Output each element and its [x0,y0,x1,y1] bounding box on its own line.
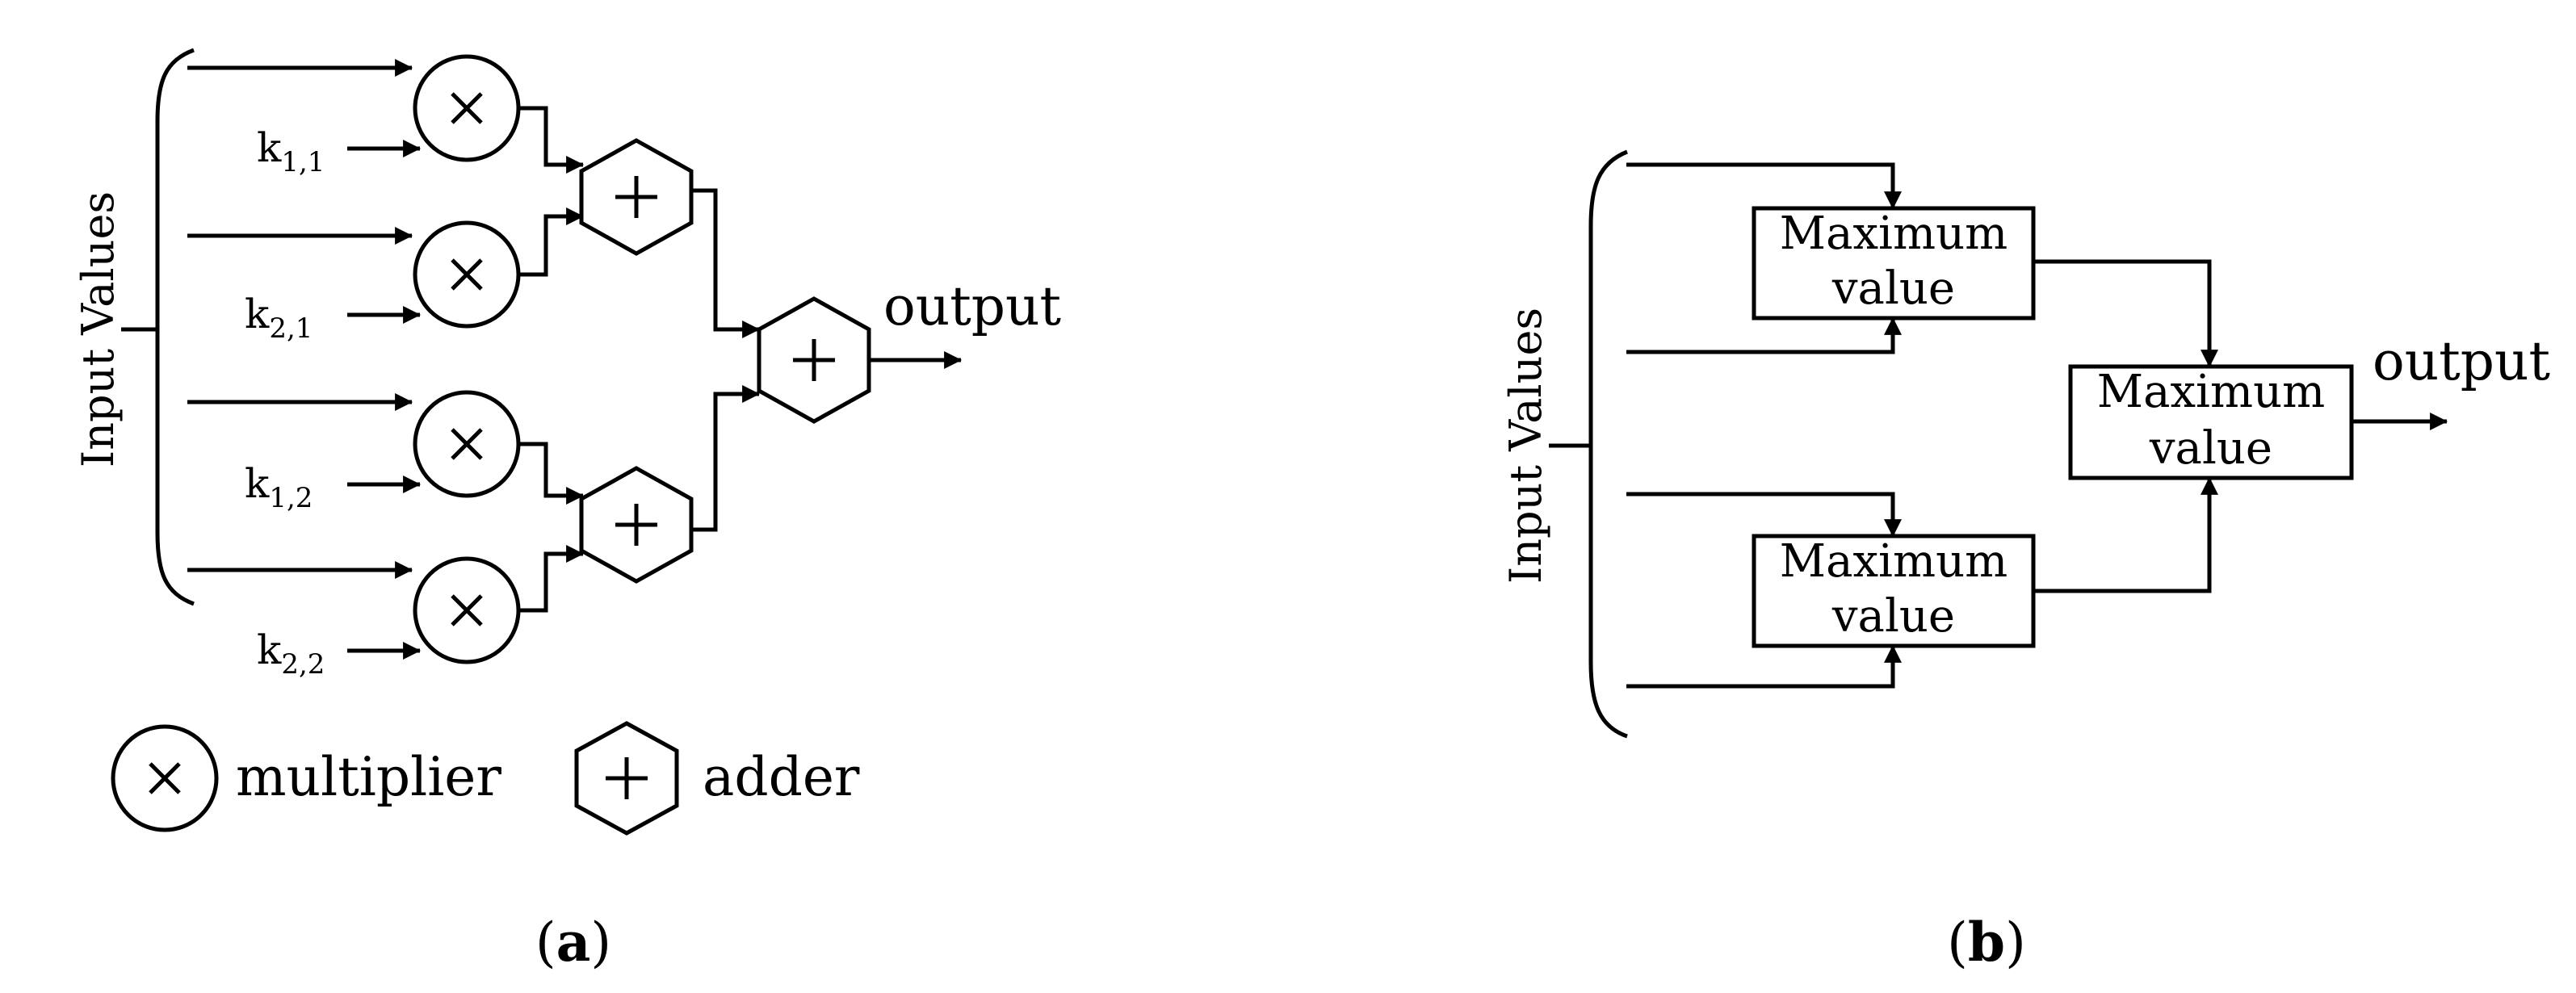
adder-2-icon [579,466,694,584]
b-input-arrow-1 [1626,162,1902,210]
multiplier-3-icon [413,390,521,498]
legend-multiplier-icon [111,724,219,832]
max-box-final-line1: Maximum [2097,366,2326,418]
b-conn-box2-final [2033,476,2218,593]
multiplier-2-icon [413,220,521,329]
legend-multiplier-label: multiplier [236,746,501,808]
panel-a-input-label: Input Values [73,191,124,467]
b-input-arrow-2 [1626,316,1902,354]
panel-b-caption: (b) [1947,911,2026,974]
max-box-1: Maximum value [1752,206,2036,321]
max-box-2-line1: Maximum [1780,535,2008,588]
max-box-1-line1: Maximum [1780,207,2008,260]
conn-mult1-adder1 [518,106,585,174]
b-input-arrow-4 [1626,644,1902,689]
panel-b-bracket [1588,149,1628,739]
conn-mult4-adder2 [518,545,585,613]
b-conn-box1-final [2033,259,2218,368]
panel-a-bracket [155,48,195,606]
coef-label-4: k2,2 [257,626,325,681]
legend-adder-icon [574,721,679,836]
legend-adder-label: adder [703,746,860,808]
conn-adder1-final [691,188,761,338]
max-box-2-line2: value [1831,590,1955,643]
panel-a-output-label: output [883,275,1061,337]
max-box-1-line2: value [1831,262,1955,315]
b-input-arrow-3 [1626,492,1902,538]
conn-mult3-adder2 [518,442,585,505]
panel-a-caption: (a) [535,911,611,974]
adder-final-icon [757,296,871,424]
multiplier-1-icon [413,54,521,162]
coef-label-1: k1,1 [257,124,325,178]
panel-b-output-label: output [2373,330,2550,392]
conn-mult2-adder1 [518,207,585,277]
max-box-2: Maximum value [1752,534,2036,648]
max-box-final: Maximum value [2068,364,2354,480]
conn-adder2-final [691,385,761,532]
adder-1-icon [579,138,694,256]
multiplier-4-icon [413,556,521,664]
coef-label-2: k2,1 [245,291,313,345]
max-box-final-line2: value [2149,422,2272,475]
panel-a: Input Values k1,1 k2,1 k1,2 k2,2 [73,48,1061,974]
panel-b-input-label: Input Values [1500,308,1551,584]
coef-label-3: k1,2 [245,460,313,514]
panel-b: Input Values Maximum value Maximum value… [1500,149,2550,974]
